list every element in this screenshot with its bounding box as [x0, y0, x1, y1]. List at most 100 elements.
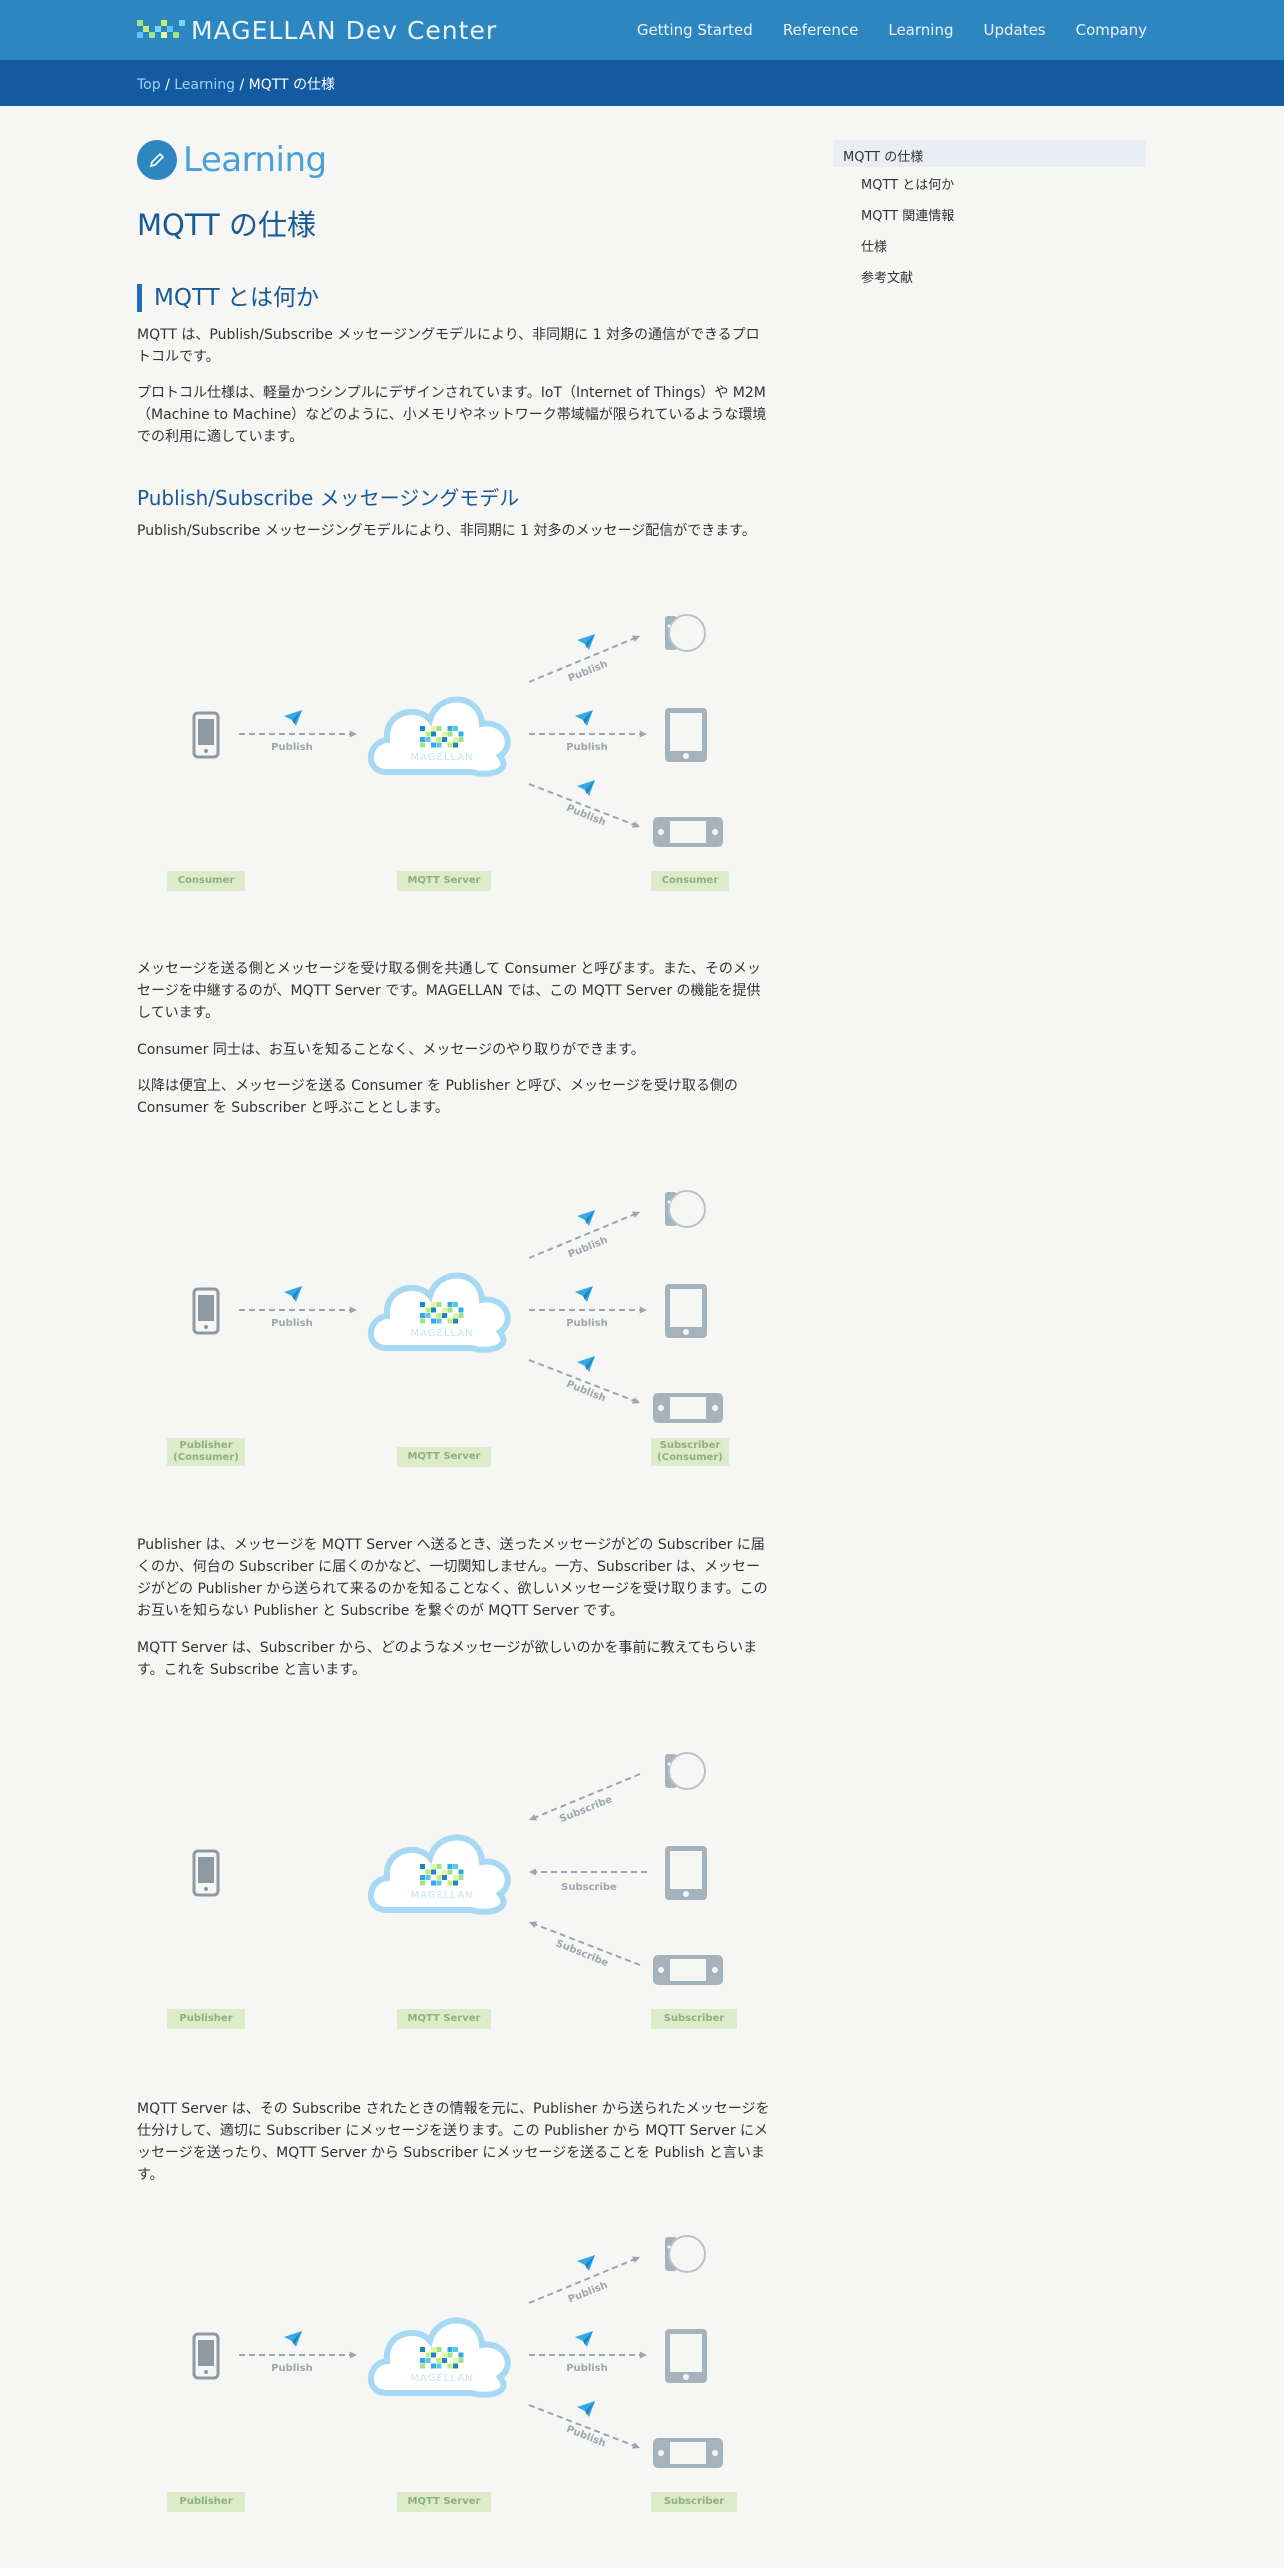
tablet-button [683, 753, 689, 759]
tablet-button [683, 1329, 689, 1335]
arrow-label: Publish [566, 1318, 608, 1329]
cloud-logo-pixel [420, 1875, 425, 1880]
cloud-logo-pixel [453, 2347, 458, 2352]
cloud-logo-pixel [425, 2352, 431, 2358]
cloud-logo-pixel [431, 1880, 436, 1886]
nav-updates[interactable]: Updates [983, 21, 1046, 39]
paper-plane-icon [577, 2255, 595, 2271]
game-console-pad [658, 2450, 664, 2456]
cloud-logo-pixel [442, 1875, 447, 1880]
cloud-logo-pixel [431, 2352, 436, 2358]
dashed-arrow-line [528, 2256, 641, 2304]
cloud-logo-pixel [442, 2352, 447, 2358]
cloud-logo-pixel [442, 1313, 447, 1318]
watch-face [668, 614, 706, 652]
sidebar-item-references[interactable]: 参考文献 [861, 271, 914, 286]
cloud-logo-pixel [431, 1869, 436, 1875]
sidebar-toc: MQTT の仕様 MQTT とは何か MQTT 関連情報 仕様 参考文献 [833, 140, 1146, 294]
cloud-logo-pixel [420, 742, 425, 748]
paper-plane-shade [585, 1210, 595, 1224]
cloud-logo-pixel [447, 1864, 453, 1869]
cloud-logo-pixel [431, 2363, 436, 2369]
paper-plane-icon [575, 1286, 593, 1302]
paper-plane-icon [575, 2331, 593, 2347]
cloud-icon [367, 1272, 511, 1353]
smartphone-button [204, 1887, 208, 1891]
arrow-head-icon [632, 1211, 640, 1218]
paragraph: Publisher は、メッセージを MQTT Server へ送るとき、送った… [137, 1537, 768, 1619]
sidebar-item-active[interactable]: MQTT の仕様 [833, 140, 1146, 167]
cloud-logo-pixel [436, 1313, 442, 1318]
paper-plane-shade [585, 1356, 595, 1370]
cloud-logo-pixel [453, 1302, 458, 1307]
nav-company[interactable]: Company [1075, 21, 1147, 39]
cloud-logo-pixel [453, 1318, 458, 1324]
game-console-screen [670, 1959, 706, 1981]
nav-learning[interactable]: Learning [888, 21, 954, 39]
arrow-head-icon [349, 730, 357, 738]
cloud-logo-pixel [431, 731, 436, 737]
cloud-logo-pixel [442, 1869, 447, 1875]
paper-plane-shade [583, 2331, 593, 2345]
label-right: Subscriber [651, 2009, 737, 2029]
sidebar-item-what-is-mqtt[interactable]: MQTT とは何か [861, 178, 955, 193]
cloud-logo-pixel [420, 737, 425, 742]
magellan-logo-icon [137, 20, 185, 38]
cloud-logo-pixel [447, 742, 453, 748]
cloud-logo-pixel [436, 1302, 442, 1307]
paper-plane-shade [292, 1286, 302, 1300]
nav-reference[interactable]: Reference [782, 21, 859, 39]
paragraph: MQTT Server は、Subscriber から、どのようなメッセージが欲… [137, 1640, 758, 1678]
cloud-logo-pixel [447, 731, 453, 737]
cloud-logo-pixel [447, 726, 453, 731]
paper-plane-icon [284, 710, 302, 726]
site-logo[interactable]: MAGELLAN Dev Center [137, 12, 497, 48]
tablet-screen [670, 2334, 702, 2372]
label-center: MQTT Server [397, 2009, 491, 2029]
sidebar-item-spec[interactable]: 仕様 [861, 240, 888, 255]
sidebar-item-related[interactable]: MQTT 関連情報 [861, 209, 955, 224]
cloud-logo-pixel [425, 1869, 431, 1875]
cloud-logo-pixel [442, 731, 447, 737]
game-console-screen [670, 821, 706, 843]
cloud-brand-text: MAGELLAN [410, 2373, 473, 2384]
smartphone-screen [198, 1295, 214, 1321]
paper-plane-icon [577, 634, 595, 650]
paper-plane-icon [284, 1286, 302, 1302]
dashed-arrow-line [528, 635, 641, 683]
breadcrumb-learning[interactable]: Learning [174, 77, 236, 93]
cloud-logo-pixel [453, 737, 458, 742]
cloud-logo-pixel [458, 731, 464, 737]
breadcrumb: Top / Learning / MQTT の仕様 [137, 77, 336, 93]
paper-plane-shade [292, 2331, 302, 2345]
breadcrumb-current: MQTT の仕様 [248, 77, 336, 93]
cloud-logo-pixel [436, 742, 442, 748]
paper-plane-icon [577, 780, 595, 796]
arrow-head-icon [632, 1397, 640, 1404]
breadcrumb-top[interactable]: Top [137, 77, 161, 93]
cloud-logo-pixel [447, 1880, 453, 1886]
label-center: MQTT Server [397, 2492, 491, 2512]
cloud-logo-pixel [436, 726, 442, 731]
cloud-logo-pixel [458, 1313, 464, 1318]
watch-face [668, 2235, 706, 2273]
cloud-logo-pixel [453, 1880, 458, 1886]
cloud-logo-pixel [431, 726, 436, 731]
cloud-logo-pixel [420, 726, 425, 731]
cloud-logo-pixel [458, 2352, 464, 2358]
dashed-arrow-line [528, 1773, 641, 1821]
dashed-arrow-line [528, 1211, 641, 1259]
cloud-logo-pixel [431, 1307, 436, 1313]
label-left: Consumer [167, 871, 245, 891]
cloud-logo-pixel [420, 2347, 425, 2352]
nav-getting-started[interactable]: Getting Started [636, 21, 753, 39]
arrow-head-icon [349, 2351, 357, 2359]
cloud-logo-pixel [436, 1880, 442, 1886]
cloud-logo-pixel [453, 2363, 458, 2369]
arrow-head-icon [632, 635, 640, 642]
cloud-logo-pixel [431, 1864, 436, 1869]
cloud-logo-pixel [425, 737, 431, 742]
